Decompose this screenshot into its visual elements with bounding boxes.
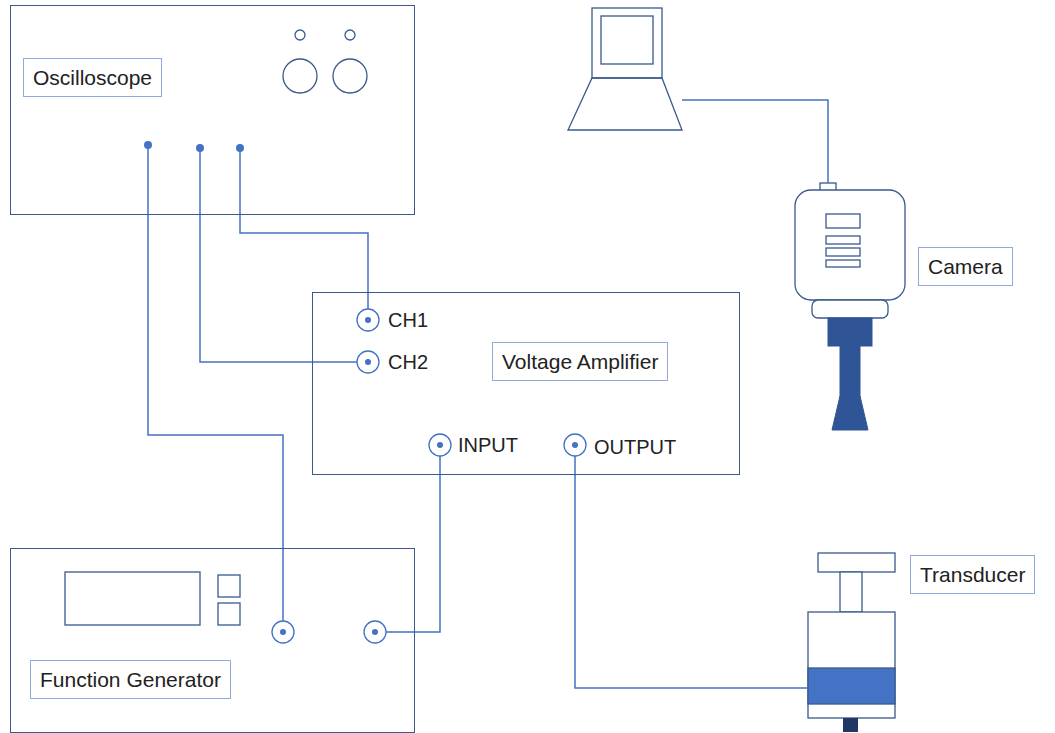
camera-lens xyxy=(828,318,872,346)
transducer-stem xyxy=(840,572,862,612)
port-pin xyxy=(572,442,578,448)
port-pin xyxy=(365,317,371,323)
wire xyxy=(312,292,575,475)
signal-cable xyxy=(415,475,440,632)
probe-port xyxy=(196,144,204,152)
port-pin xyxy=(437,442,443,448)
camera-lens xyxy=(840,346,860,398)
laptop-display xyxy=(601,16,653,64)
bnc-port xyxy=(429,434,451,456)
signal-cable xyxy=(240,215,368,292)
port-name: INPUT xyxy=(456,433,520,457)
camera-grille xyxy=(826,236,860,244)
port-pin xyxy=(365,359,371,365)
camera-mount xyxy=(812,300,888,318)
display-screen xyxy=(65,572,200,625)
probe-port xyxy=(236,144,244,152)
transducer-tip xyxy=(843,718,858,732)
bnc-port xyxy=(364,621,386,643)
transducer-cap xyxy=(818,553,895,572)
instrument-box: Function Generator xyxy=(10,548,415,733)
bnc-port xyxy=(357,351,379,373)
instrument-label: Oscilloscope xyxy=(23,58,162,97)
camera-unit: Camera xyxy=(790,180,1022,435)
port-pin xyxy=(280,629,286,635)
laptop-screen xyxy=(592,8,662,78)
control-knob xyxy=(283,59,317,93)
signal-cable xyxy=(200,215,312,362)
camera-grille xyxy=(826,260,860,267)
panel-button xyxy=(218,575,240,597)
camera-grille xyxy=(826,248,860,256)
instrument-label: Camera xyxy=(918,247,1013,286)
port-name: OUTPUT xyxy=(592,435,678,459)
camera-grille xyxy=(826,214,860,228)
bnc-port xyxy=(564,434,586,456)
panel-button xyxy=(218,603,240,625)
piezo-band xyxy=(808,668,895,704)
instrument-box: Oscilloscope xyxy=(10,5,415,215)
probe-port xyxy=(144,141,152,149)
usb-cable xyxy=(682,100,828,183)
bnc-port xyxy=(357,309,379,331)
signal-cable xyxy=(148,215,283,548)
port-name: CH1 xyxy=(386,308,430,332)
transducer-unit: Transducer xyxy=(808,553,1048,733)
instrument-label: Function Generator xyxy=(30,660,231,699)
indicator-knob xyxy=(345,30,355,40)
control-knob xyxy=(333,59,367,93)
laptop-base xyxy=(568,78,682,130)
wire xyxy=(148,145,240,215)
port-pin xyxy=(372,629,378,635)
transducer-body xyxy=(808,612,895,718)
instrument-label: Voltage Amplifier xyxy=(492,342,668,381)
instrument-label: Transducer xyxy=(910,555,1035,594)
port-name: CH2 xyxy=(386,350,430,374)
indicator-knob xyxy=(295,30,305,40)
bnc-port xyxy=(272,621,294,643)
camera-body xyxy=(795,190,905,300)
camera-lens xyxy=(832,396,868,430)
wire xyxy=(283,548,415,632)
signal-cable xyxy=(575,475,808,688)
